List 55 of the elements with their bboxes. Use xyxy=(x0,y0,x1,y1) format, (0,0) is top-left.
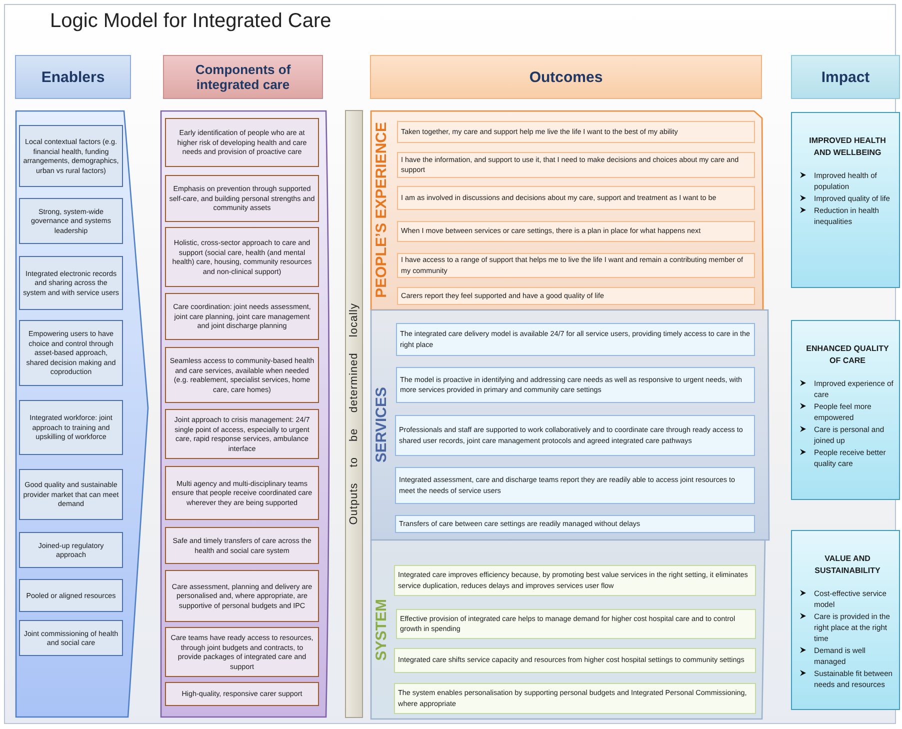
column-header xyxy=(163,55,323,99)
outcome-box xyxy=(394,683,756,714)
diagram-title: Logic Model for Integrated Care xyxy=(50,10,332,33)
outcome-box xyxy=(395,515,755,533)
enabler-box xyxy=(19,532,123,568)
band-label: SYSTEM xyxy=(372,599,390,661)
enabler-box xyxy=(19,620,123,656)
header-text: Outcomes xyxy=(529,68,603,86)
component-box xyxy=(165,227,319,287)
enabler-box xyxy=(19,579,123,612)
impact-box xyxy=(791,320,900,500)
component-box xyxy=(165,527,319,564)
outcome-box xyxy=(396,609,756,639)
outcome-box xyxy=(397,152,755,178)
outcome-box xyxy=(397,121,755,143)
component-box xyxy=(165,570,319,622)
outcome-box xyxy=(397,186,755,210)
component-box xyxy=(165,118,319,167)
enabler-box xyxy=(19,198,123,244)
component-box xyxy=(165,293,319,340)
component-box xyxy=(165,409,319,459)
impact-heading: IMPROVED HEALTH AND WELLBEING xyxy=(808,135,887,158)
component-box xyxy=(165,347,319,403)
outcome-box xyxy=(397,253,755,278)
enabler-box xyxy=(19,256,123,310)
header-text: Enablers xyxy=(41,68,105,86)
band-label: PEOPLE’S EXPERIENCE xyxy=(372,122,390,298)
component-box xyxy=(165,627,319,677)
enabler-box xyxy=(19,469,123,520)
outcome-box xyxy=(395,415,755,456)
impact-heading: VALUE AND SUSTAINABILITY xyxy=(814,553,882,576)
impact-box xyxy=(791,530,900,710)
component-box xyxy=(165,682,319,706)
enabler-box xyxy=(19,320,123,386)
outcome-box xyxy=(394,648,756,673)
header-text: Impact xyxy=(821,68,870,86)
vertical-label: Outputs to be determined locally xyxy=(348,303,360,525)
component-box xyxy=(165,466,319,520)
outcome-box xyxy=(397,221,755,242)
enabler-box xyxy=(19,125,123,187)
component-box xyxy=(165,175,319,222)
column-header xyxy=(791,55,900,99)
outcome-box xyxy=(394,565,756,596)
outputs-bar xyxy=(345,110,363,718)
impact-box xyxy=(791,112,900,288)
outcome-box xyxy=(396,323,755,356)
enabler-box xyxy=(19,400,123,455)
band-label: SERVICES xyxy=(372,387,390,463)
outcome-box xyxy=(396,367,755,403)
header-text: Components of integrated care xyxy=(194,62,292,92)
column-header xyxy=(15,55,131,99)
impact-heading: ENHANCED QUALITY OF CARE xyxy=(805,343,890,366)
outcome-box xyxy=(397,287,755,305)
column-header xyxy=(370,55,762,99)
outcome-box xyxy=(395,467,755,504)
